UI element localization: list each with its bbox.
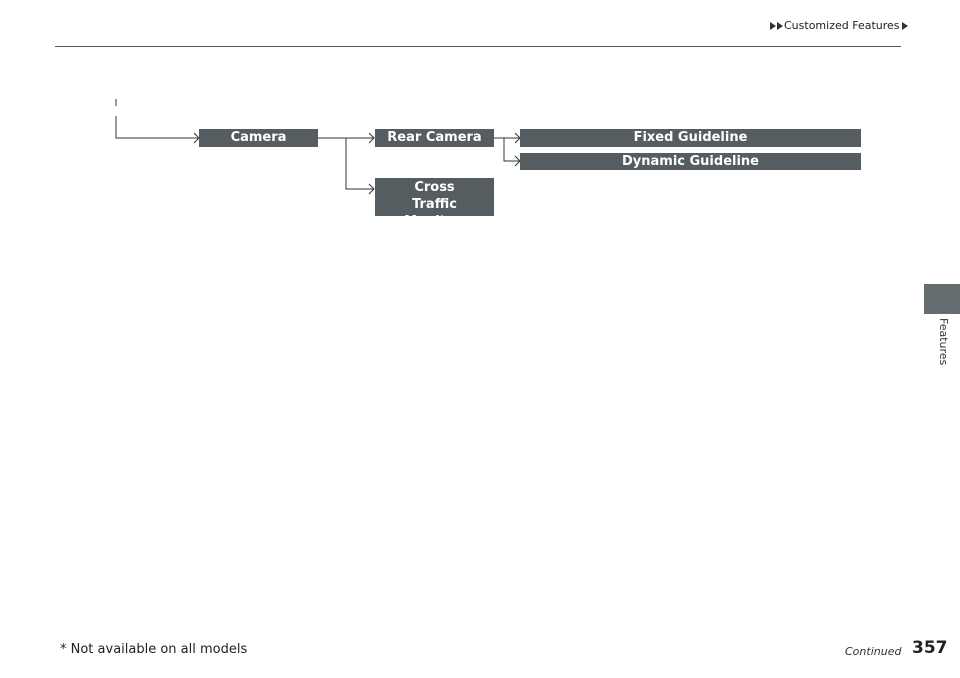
header-rule [55, 46, 901, 47]
arrow-head-rear [368, 132, 375, 144]
section-tab [924, 284, 960, 314]
section-title: Customized Features [784, 19, 900, 32]
breadcrumb: Customized Features [770, 19, 908, 32]
menu-item-rear-camera: Rear Camera [375, 129, 494, 147]
menu-item-fixed-guideline: Fixed Guideline [520, 129, 861, 147]
arrow-right-icon [901, 21, 908, 30]
section-tab-label: Features [937, 318, 950, 366]
footnote-marker: * [461, 216, 465, 224]
arrow-right-icon [777, 21, 783, 30]
connector-camera-cross [345, 138, 374, 190]
arrow-right-icon [770, 21, 776, 30]
connector-root-camera [115, 116, 198, 139]
menu-item-dynamic-guideline: Dynamic Guideline [520, 153, 861, 170]
cross-traffic-label: Cross Traffic Monitor [404, 180, 462, 229]
page-number: 357 [912, 638, 948, 658]
connector-rear-dynamic [503, 138, 520, 162]
menu-item-camera: Camera [199, 129, 318, 147]
footnote: * Not available on all models [60, 642, 248, 657]
menu-item-cross-traffic-monitor: Cross Traffic Monitor* [375, 178, 494, 229]
arrow-head-cross [368, 183, 375, 195]
continued-label: Continued [845, 645, 902, 658]
